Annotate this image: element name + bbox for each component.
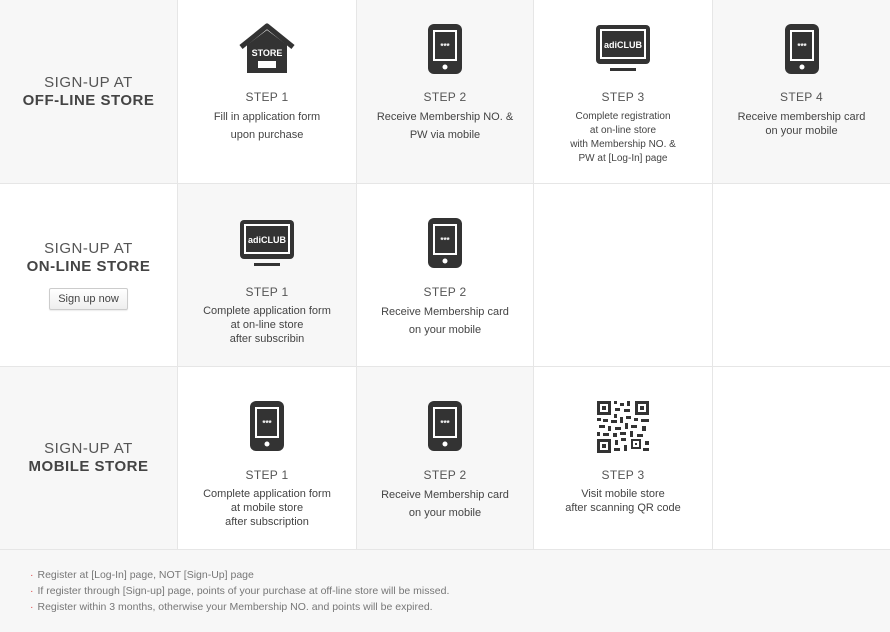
phone-icon: *** bbox=[250, 401, 284, 451]
bullet-icon: · bbox=[30, 569, 34, 581]
notes-section: ·Register at [Log-In] page, NOT [Sign-Up… bbox=[0, 550, 890, 632]
row-title-line2: OFF-LINE STORE bbox=[22, 91, 155, 109]
offline-step-2: *** STEP 2 Receive Membership NO. &PW vi… bbox=[357, 0, 534, 184]
step-label: STEP 1 bbox=[245, 285, 289, 299]
row-header-offline: SIGN-UP AT OFF-LINE STORE bbox=[0, 0, 178, 184]
svg-text:***: *** bbox=[262, 419, 272, 428]
note-item: ·Register at [Log-In] page, NOT [Sign-Up… bbox=[30, 569, 254, 581]
svg-text:adiCLUB: adiCLUB bbox=[248, 235, 287, 245]
row-header-mobile: SIGN-UP AT MOBILE STORE bbox=[0, 367, 178, 550]
row-header-online: SIGN-UP AT ON-LINE STORE Sign up now bbox=[0, 184, 178, 367]
phone-icon: *** bbox=[428, 401, 462, 451]
bullet-icon: · bbox=[30, 601, 34, 613]
step-label: STEP 2 bbox=[423, 285, 467, 299]
store-icon: STORE bbox=[239, 23, 295, 73]
signup-steps-grid: SIGN-UP AT OFF-LINE STORE STORE STEP 1 F… bbox=[0, 0, 890, 550]
step-label: STEP 3 bbox=[601, 90, 645, 104]
svg-text:***: *** bbox=[797, 42, 807, 51]
svg-text:***: *** bbox=[440, 236, 450, 245]
empty-cell bbox=[713, 184, 890, 367]
step-label: STEP 1 bbox=[245, 468, 289, 482]
empty-cell bbox=[534, 184, 713, 367]
note-item: ·Register within 3 months, otherwise you… bbox=[30, 601, 433, 613]
step-label: STEP 2 bbox=[423, 468, 467, 482]
bullet-icon: · bbox=[30, 585, 34, 597]
step-label: STEP 1 bbox=[245, 90, 289, 104]
phone-icon: *** bbox=[428, 218, 462, 268]
svg-text:adiCLUB: adiCLUB bbox=[604, 40, 643, 50]
online-step-1: adiCLUB STEP 1 Complete application form… bbox=[178, 184, 357, 367]
step-label: STEP 4 bbox=[780, 90, 823, 104]
row-title-line1: SIGN-UP AT bbox=[44, 240, 133, 257]
row-title-line1: SIGN-UP AT bbox=[44, 440, 133, 457]
step-label: STEP 2 bbox=[423, 90, 467, 104]
qr-code-icon bbox=[597, 401, 649, 453]
row-title-line2: ON-LINE STORE bbox=[26, 258, 151, 275]
phone-icon: *** bbox=[428, 24, 462, 74]
svg-text:STORE: STORE bbox=[252, 48, 283, 58]
step-label: STEP 3 bbox=[601, 468, 645, 482]
empty-cell bbox=[713, 367, 890, 550]
svg-text:***: *** bbox=[440, 42, 450, 51]
sign-up-now-button[interactable]: Sign up now bbox=[49, 288, 128, 310]
step-description: Receive Membership NO. &PW via mobile bbox=[376, 111, 514, 141]
row-title-line1: SIGN-UP AT bbox=[44, 73, 133, 91]
svg-text:***: *** bbox=[440, 419, 450, 428]
monitor-icon: adiCLUB bbox=[240, 220, 294, 266]
row-title-line2: MOBILE STORE bbox=[28, 458, 149, 475]
note-item: ·If register through [Sign-up] page, poi… bbox=[30, 585, 450, 597]
monitor-icon: adiCLUB bbox=[596, 25, 650, 71]
phone-icon: *** bbox=[784, 24, 819, 74]
